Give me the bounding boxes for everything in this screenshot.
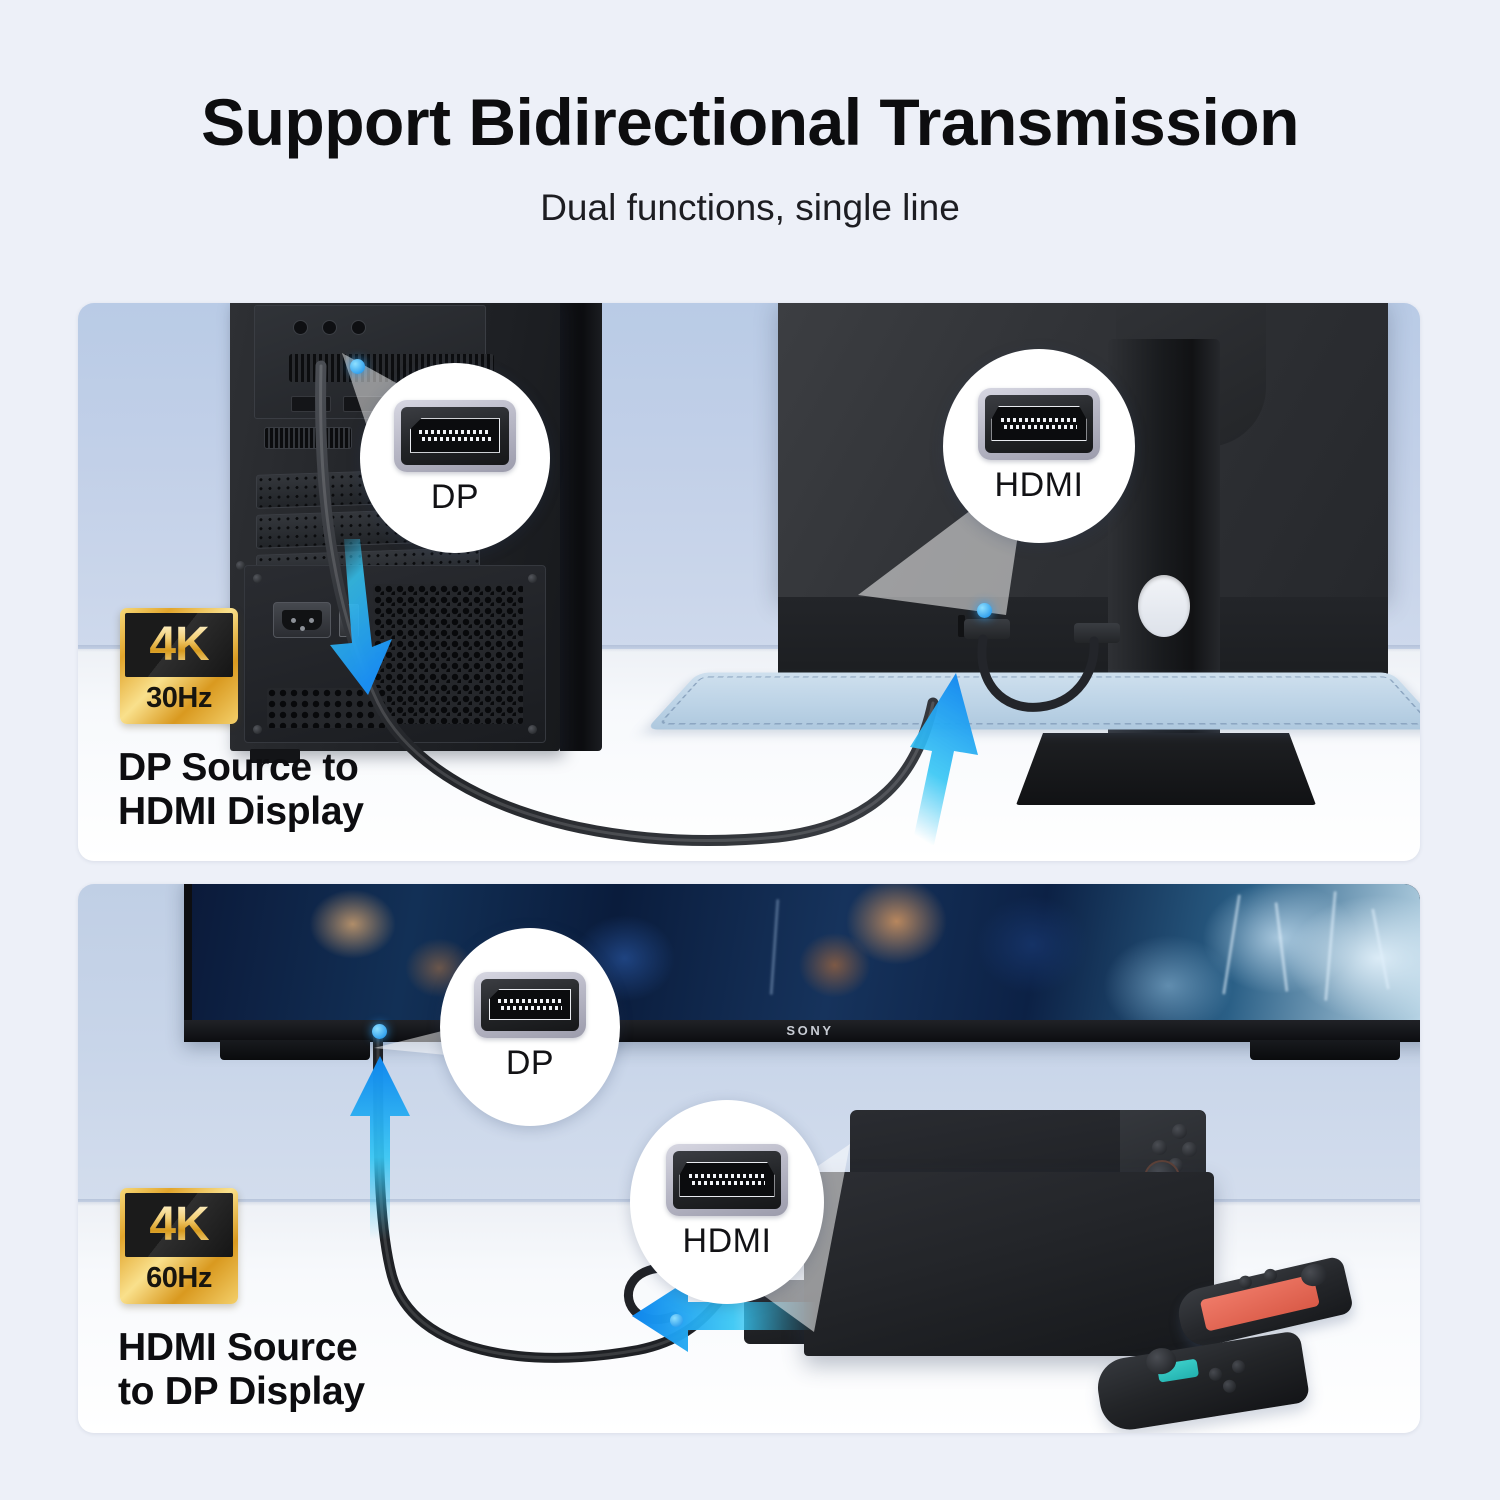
- pc-tower-side-panel: [560, 303, 602, 751]
- tv-brand-logo: SONY: [786, 1023, 834, 1038]
- callout-hdmi-panel2[interactable]: HDMI: [630, 1100, 824, 1304]
- page-title: Support Bidirectional Transmission: [201, 85, 1299, 159]
- connector-pin-row: [689, 1173, 765, 1178]
- hdmi-connector-icon: [978, 387, 1100, 460]
- badge-refresh-text: 30Hz: [146, 681, 212, 714]
- arrow-down-icon: [330, 539, 392, 695]
- caption-dp-to-hdmi: DP Source to HDMI Display: [118, 746, 364, 834]
- audio-jack-icon: [351, 320, 366, 335]
- panel-hdmi-to-dp: SONY: [78, 884, 1420, 1433]
- joycon-button-x[interactable]: [1172, 1124, 1187, 1139]
- monitor-hdmi-plug: [964, 619, 1010, 639]
- connector-pin-row: [500, 1006, 563, 1010]
- scene-desktop-setup: [78, 303, 1420, 861]
- case-screw-icon: [253, 574, 262, 583]
- tv-screen: [192, 884, 1420, 1020]
- page-subtitle: Dual functions, single line: [540, 187, 960, 229]
- audio-jack-icon: [322, 320, 337, 335]
- connector-pin-row: [1001, 417, 1077, 422]
- pc-tower-foot: [250, 749, 300, 763]
- arrow-up-icon: [350, 1056, 410, 1240]
- stand-cable-hole: [1138, 575, 1190, 637]
- desk-mat-stitching: [658, 676, 1420, 725]
- monitor-second-plug: [1074, 623, 1120, 643]
- hdmi-port-indicator: [977, 603, 992, 618]
- audio-jack-icon: [293, 320, 308, 335]
- connector-pin-row: [692, 1180, 765, 1185]
- case-screw-icon: [528, 574, 537, 583]
- badge-refresh-text: 60Hz: [146, 1261, 212, 1294]
- monitor-security-slot: [958, 615, 965, 637]
- caption-hdmi-to-dp: HDMI Source to DP Display: [118, 1326, 365, 1414]
- arrow-up-icon: [910, 673, 978, 845]
- joycon-button-y[interactable]: [1152, 1140, 1167, 1155]
- callout-label-dp: DP: [505, 1043, 555, 1082]
- callout-label-dp: DP: [430, 477, 480, 516]
- desk-mat: [646, 672, 1420, 730]
- badge-resolution-text: 4K: [149, 618, 209, 671]
- game-console-dock: [804, 1172, 1214, 1356]
- badge-refresh-area: 60Hz: [125, 1257, 233, 1299]
- case-screw-icon: [253, 725, 262, 734]
- pc-audio-jacks: [293, 320, 413, 335]
- tv-foot-left: [220, 1040, 370, 1060]
- displayport-connector-icon: [394, 399, 516, 472]
- case-screw-icon: [528, 725, 537, 734]
- displayport-connector-icon: [474, 971, 586, 1038]
- badge-4k-30hz: 4K 30Hz: [120, 608, 238, 724]
- usb-port-icon: [291, 396, 331, 412]
- connector-pin-row: [1004, 424, 1077, 429]
- callout-dp-panel1[interactable]: DP: [360, 363, 550, 553]
- arrow-up-hdmi: [910, 673, 978, 845]
- arrow-down-dp: [330, 539, 392, 695]
- case-screw-icon: [236, 561, 245, 570]
- connector-pin-row: [497, 999, 563, 1003]
- callout-label-hdmi: HDMI: [682, 1221, 772, 1260]
- callout-label-hdmi: HDMI: [994, 465, 1084, 504]
- callout-hdmi-panel1[interactable]: HDMI: [943, 349, 1135, 543]
- tv-game-scene: [192, 884, 1420, 1020]
- monitor-base-plate: [1016, 733, 1316, 805]
- badge-4k-60hz: 4K 60Hz: [120, 1188, 238, 1304]
- badge-refresh-area: 30Hz: [125, 677, 233, 719]
- hdmi-port-indicator: [670, 1314, 683, 1327]
- connector-pin-row: [421, 436, 492, 441]
- joycon-button-a[interactable]: [1182, 1142, 1197, 1157]
- badge-resolution-text: 4K: [149, 1198, 209, 1251]
- page-header: Support Bidirectional Transmission Dual …: [0, 0, 1500, 229]
- tv-foot-right: [1250, 1040, 1400, 1060]
- callout-dp-panel2[interactable]: DP: [440, 928, 620, 1126]
- badge-resolution-area: 4K: [125, 613, 233, 677]
- dp-port-indicator: [350, 359, 365, 374]
- dp-port-indicator: [372, 1024, 387, 1039]
- hdmi-connector-icon: [666, 1143, 788, 1216]
- connector-pin-row: [418, 429, 492, 434]
- panel-dp-to-hdmi: DP HDMI: [78, 303, 1420, 861]
- badge-resolution-area: 4K: [125, 1193, 233, 1257]
